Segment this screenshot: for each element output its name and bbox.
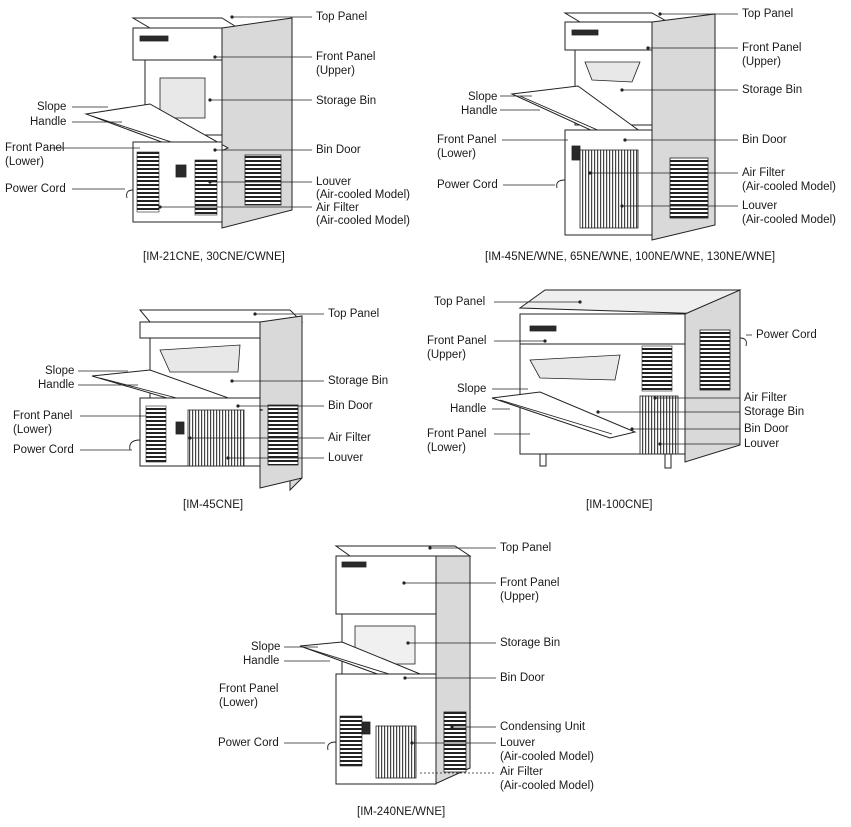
label-front-panel-lower-sub: (Lower) bbox=[427, 442, 466, 454]
figure-caption: [IM-240NE/WNE] bbox=[357, 806, 446, 818]
machine-im45ne bbox=[510, 12, 716, 241]
label-air-filter-sub: (Air-cooled Model) bbox=[500, 780, 594, 792]
label-front-panel-lower: Front Panel bbox=[13, 410, 73, 422]
label-front-panel-upper-sub: (Upper) bbox=[500, 591, 539, 603]
label-louver-sub: (Air-cooled Model) bbox=[316, 189, 410, 201]
label-front-panel-upper: Front Panel bbox=[316, 51, 376, 63]
label-air-filter: Air Filter bbox=[744, 392, 787, 404]
label-top-panel: Top Panel bbox=[434, 296, 486, 308]
label-bin-door: Bin Door bbox=[500, 672, 545, 684]
label-louver: Louver bbox=[500, 737, 536, 749]
label-power-cord: Power Cord bbox=[218, 737, 279, 749]
label-handle: Handle bbox=[38, 379, 75, 391]
label-slope: Slope bbox=[251, 641, 281, 653]
label-air-filter-sub: (Air-cooled Model) bbox=[742, 181, 836, 193]
label-slope: Slope bbox=[468, 91, 498, 103]
label-top-panel: Top Panel bbox=[500, 542, 552, 554]
label-storage-bin: Storage Bin bbox=[744, 406, 805, 418]
label-front-panel-upper-sub: (Upper) bbox=[316, 65, 355, 77]
machine-im240ne bbox=[299, 545, 472, 785]
logo-plate bbox=[139, 35, 169, 42]
label-front-panel-lower-sub: (Lower) bbox=[219, 697, 258, 709]
label-louver-sub: (Air-cooled Model) bbox=[500, 751, 594, 763]
machine-im45cne bbox=[91, 309, 304, 492]
label-handle: Handle bbox=[243, 655, 280, 667]
label-louver: Louver bbox=[744, 438, 780, 450]
label-louver: Louver bbox=[742, 200, 778, 212]
figure-caption: [IM-45CNE] bbox=[183, 499, 244, 511]
figure-caption: [IM-100CNE] bbox=[586, 499, 653, 511]
figure-caption: [IM-45NE/WNE, 65NE/WNE, 100NE/WNE, 130NE… bbox=[485, 251, 776, 263]
label-louver: Louver bbox=[328, 452, 364, 464]
label-storage-bin: Storage Bin bbox=[328, 375, 389, 387]
label-air-filter-sub: (Air-cooled Model) bbox=[316, 215, 410, 227]
label-air-filter: Air Filter bbox=[742, 167, 785, 179]
label-slope: Slope bbox=[457, 383, 487, 395]
machine-im21cne bbox=[84, 17, 293, 229]
label-slope: Slope bbox=[45, 365, 75, 377]
label-power-cord: Power Cord bbox=[756, 329, 817, 341]
label-bin-door: Bin Door bbox=[328, 400, 373, 412]
label-front-panel-upper-sub: (Upper) bbox=[427, 349, 466, 361]
side-louver bbox=[244, 154, 282, 206]
label-bin-door: Bin Door bbox=[744, 423, 789, 435]
label-front-panel-lower: Front Panel bbox=[219, 683, 279, 695]
power-cord-shape bbox=[126, 189, 134, 199]
label-front-panel-upper: Front Panel bbox=[427, 335, 487, 347]
label-front-panel-upper: Front Panel bbox=[500, 577, 560, 589]
label-front-panel-lower-sub: (Lower) bbox=[5, 156, 44, 168]
label-power-cord: Power Cord bbox=[13, 444, 74, 456]
top-panel-shape bbox=[131, 17, 240, 29]
label-handle: Handle bbox=[461, 105, 498, 117]
label-louver-sub: (Air-cooled Model) bbox=[742, 214, 836, 226]
label-front-panel-upper: Front Panel bbox=[742, 42, 802, 54]
label-handle: Handle bbox=[30, 116, 67, 128]
label-air-filter: Air Filter bbox=[316, 202, 359, 214]
label-slope: Slope bbox=[37, 101, 67, 113]
label-louver: Louver bbox=[316, 176, 352, 188]
label-front-panel-lower: Front Panel bbox=[427, 428, 487, 440]
label-power-cord: Power Cord bbox=[437, 179, 498, 191]
label-top-panel: Top Panel bbox=[316, 11, 368, 23]
label-front-panel-lower: Front Panel bbox=[437, 134, 497, 146]
label-air-filter: Air Filter bbox=[328, 432, 371, 444]
label-top-panel: Top Panel bbox=[328, 308, 380, 320]
machine-im100cne bbox=[491, 289, 747, 469]
label-front-panel-lower: Front Panel bbox=[5, 142, 65, 154]
label-storage-bin: Storage Bin bbox=[500, 637, 561, 649]
label-bin-door: Bin Door bbox=[742, 134, 787, 146]
label-condensing-unit: Condensing Unit bbox=[500, 721, 586, 733]
label-storage-bin: Storage Bin bbox=[316, 95, 377, 107]
label-top-panel: Top Panel bbox=[742, 8, 794, 20]
label-front-panel-upper-sub: (Upper) bbox=[742, 56, 781, 68]
leader-lines bbox=[50, 12, 752, 774]
label-storage-bin: Storage Bin bbox=[742, 84, 803, 96]
label-handle: Handle bbox=[450, 403, 487, 415]
label-power-cord: Power Cord bbox=[5, 183, 66, 195]
figure-caption: [IM-21CNE, 30CNE/CWNE] bbox=[143, 251, 285, 263]
label-bin-door: Bin Door bbox=[316, 144, 361, 156]
label-front-panel-lower-sub: (Lower) bbox=[437, 148, 476, 160]
front-upper-shape bbox=[132, 27, 223, 61]
label-air-filter: Air Filter bbox=[500, 766, 543, 778]
label-front-panel-lower-sub: (Lower) bbox=[13, 424, 52, 436]
